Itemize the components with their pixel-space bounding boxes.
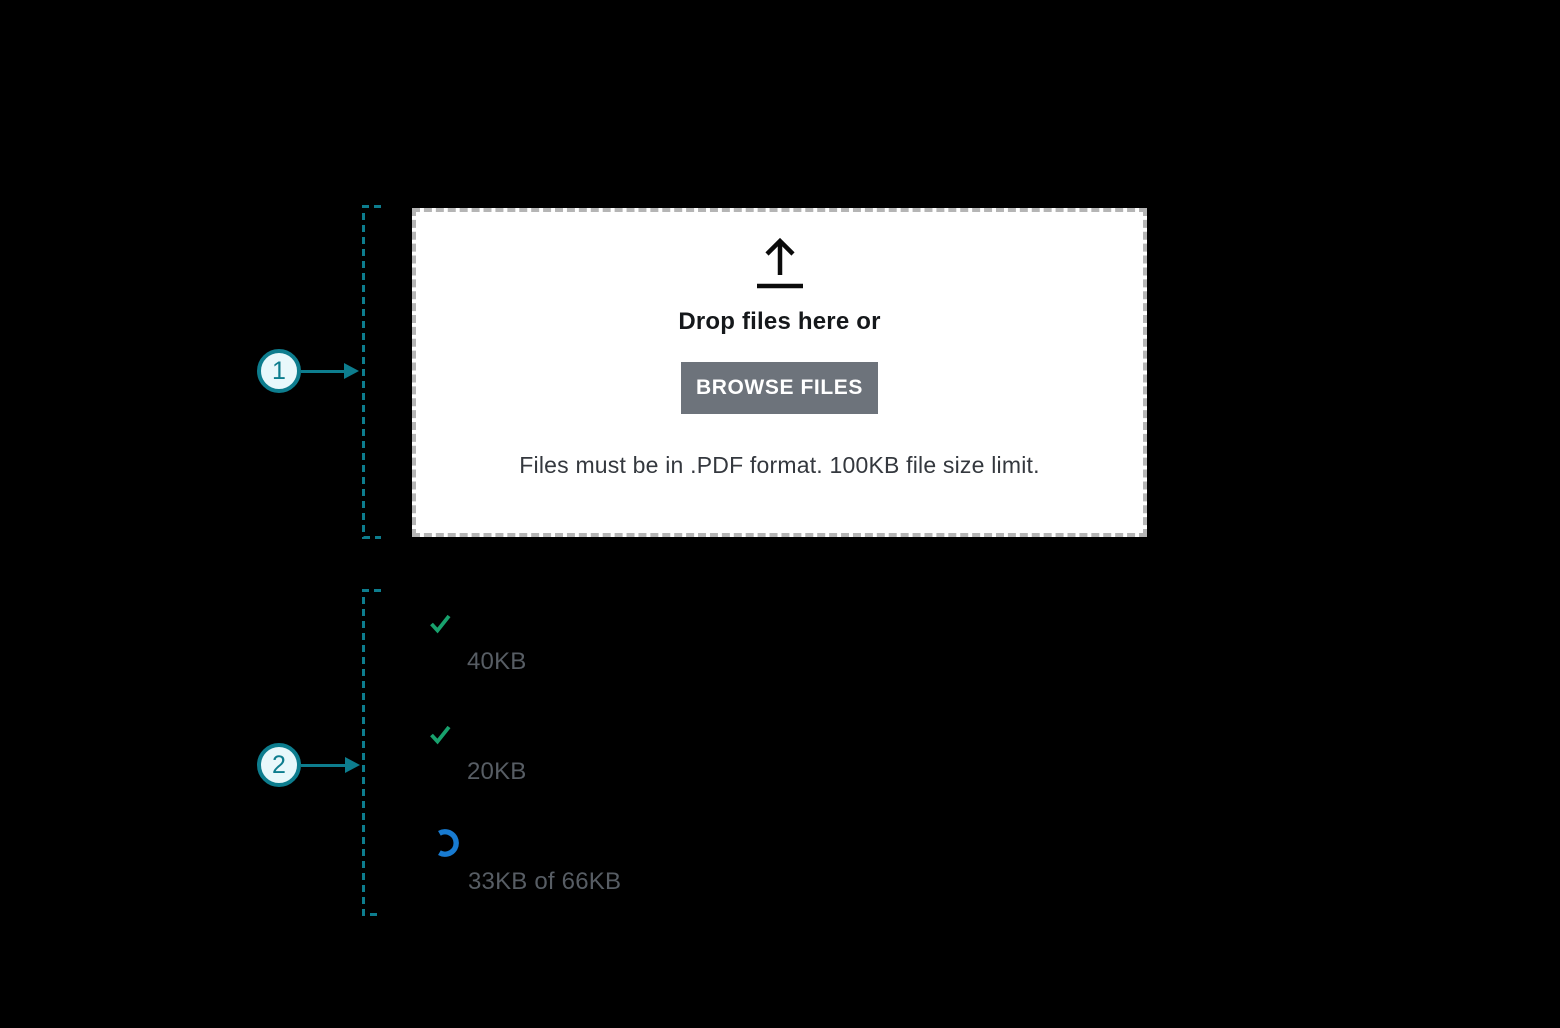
annotation-2-number: 2 [272,750,286,779]
checkmark-icon [430,614,451,634]
dropzone-title: Drop files here or [678,308,881,335]
file-dropzone[interactable]: Drop files here or BROWSE FILES Files mu… [412,208,1147,537]
annotation-1-arrow-line [301,370,344,373]
annotation-1-number: 1 [272,356,286,385]
annotation-2-badge: 2 [257,743,301,787]
upload-arrow-icon [756,237,803,289]
annotation-2-bracket [362,589,381,916]
annotation-1-arrowhead-icon [344,363,359,379]
browse-files-button[interactable]: BROWSE FILES [681,362,878,414]
file-progress-label: 33KB of 66KB [468,868,622,895]
annotation-1-bracket [362,205,381,539]
upload-spinner-icon [438,829,459,857]
file-row [428,610,452,635]
file-row [430,828,460,858]
dropzone-caption: Files must be in .PDF format. 100KB file… [519,452,1040,478]
file-size-label: 40KB [467,648,527,675]
file-size-label: 20KB [467,758,527,785]
file-row [428,721,452,746]
annotation-2-arrow-line [301,764,345,767]
annotation-2-arrowhead-icon [345,757,360,773]
checkmark-icon [430,725,451,745]
annotation-1-badge: 1 [257,349,301,393]
